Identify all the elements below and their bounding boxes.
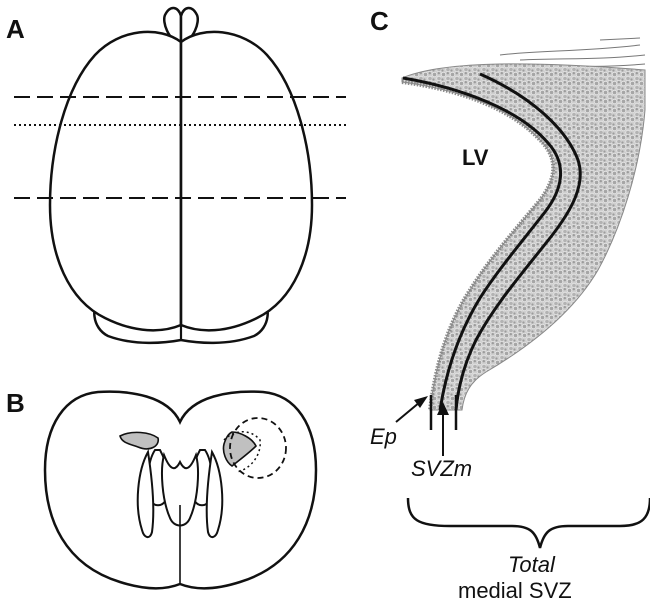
ep-arrow-line — [396, 402, 420, 422]
right-hemisphere — [181, 32, 312, 330]
lv-label: LV — [462, 145, 489, 170]
ep-label: Ep — [370, 424, 397, 449]
panel-b-letter: B — [6, 388, 25, 418]
svzm-label: SVZm — [411, 456, 472, 481]
total-label: Total — [508, 552, 556, 577]
panel-a: A — [6, 8, 346, 343]
panel-c-letter: C — [370, 6, 389, 36]
panel-c: C LV Ep SVZm Total m — [370, 6, 650, 603]
medial-svz-label: medial SVZ — [458, 578, 572, 603]
total-brace — [408, 498, 650, 548]
panel-b: B — [6, 388, 316, 588]
panel-a-letter: A — [6, 14, 25, 44]
left-hemisphere — [50, 32, 181, 330]
